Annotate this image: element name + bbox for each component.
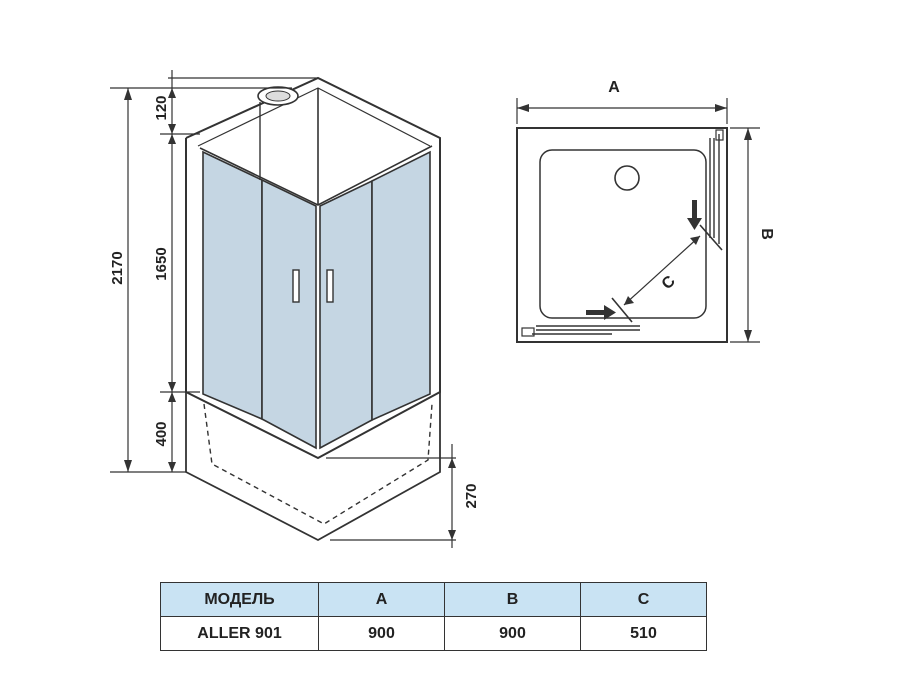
glass-panel-right-inner [319,179,373,450]
dim-label-tray-depth: 270 [463,483,480,508]
dim-label-top: 120 [153,95,170,120]
plan-dim-a [516,98,728,124]
cabin-3d-view [185,76,441,542]
plan-outer-square [516,127,728,343]
glass-panel-left-outer [202,150,263,421]
door-handle-right [326,269,334,303]
plan-label-c: C [659,272,680,293]
cell-model: ALLER 901 [160,616,319,651]
cabin-top-rail [199,145,433,206]
cabin-tray-edge [185,392,441,542]
cabin-tray-dashed [203,403,433,525]
plan-dim-b [730,127,760,343]
glass-panel-left-inner [261,178,317,450]
plan-drain-icon [614,165,640,191]
plan-inner-tray [539,149,707,319]
plan-label-b: B [758,228,775,240]
header-c: C [580,582,707,617]
header-a: A [318,582,445,617]
cell-a: 900 [318,616,445,651]
cell-c: 510 [580,616,707,651]
table-header-row: МОДЕЛЬ A B C [160,582,707,617]
dim-label-glass: 1650 [153,247,170,280]
table-row: ALLER 901 900 900 510 [160,616,707,651]
plan-view [516,127,728,343]
dimension-arrows [124,88,456,540]
glass-panel-right-outer [371,150,431,422]
plan-label-a: A [608,79,620,96]
plan-dim-c-line [623,235,701,306]
header-b: B [444,582,581,617]
header-model: МОДЕЛЬ [160,582,319,617]
specs-table: МОДЕЛЬ A B C ALLER 901 900 900 510 [160,582,707,651]
shower-head-inner [265,90,291,102]
dim-label-total-height: 2170 [109,251,126,284]
cell-b: 900 [444,616,581,651]
door-handle-left [292,269,300,303]
dim-label-tray: 400 [153,421,170,446]
door-direction-arrows [586,200,702,320]
